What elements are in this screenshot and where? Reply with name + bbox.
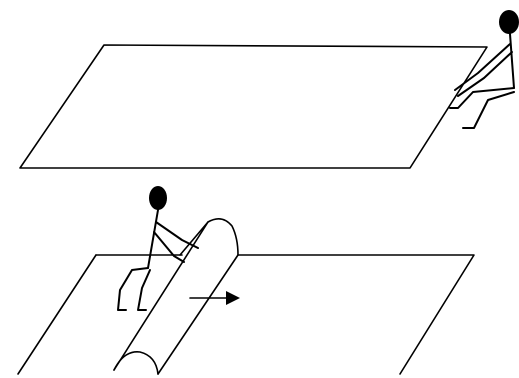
stick-figure-bottom-leg-right bbox=[137, 269, 151, 311]
stick-figure-top-arm-left bbox=[454, 43, 511, 91]
stick-figure-bottom-head bbox=[149, 186, 167, 210]
stick-figure-bottom-torso bbox=[147, 209, 159, 269]
stick-figure-top-torso bbox=[509, 33, 515, 89]
stick-figure-bottom-leg-left bbox=[117, 267, 149, 311]
rug-far-edge bbox=[237, 254, 475, 375]
direction-arrow bbox=[189, 291, 240, 305]
stick-figure-top bbox=[449, 10, 519, 129]
flat-rug-outline bbox=[19, 44, 488, 169]
stick-figure-bottom-arm-lower bbox=[153, 231, 185, 263]
rug-left-side bbox=[17, 254, 97, 375]
stick-figure-bottom-smile bbox=[151, 200, 164, 205]
stick-figure-top-arm-right bbox=[457, 51, 513, 97]
bottom-panel bbox=[17, 186, 475, 375]
stick-figure-top-smile bbox=[502, 23, 515, 28]
ruck-near-bump bbox=[113, 351, 159, 375]
ruck-hump-top bbox=[179, 218, 239, 256]
stick-figure-bottom-arm-upper bbox=[155, 221, 199, 249]
stick-figure-bottom bbox=[117, 186, 199, 311]
stick-figure-top-leg-left bbox=[449, 87, 515, 109]
stick-figure-top-leg-right bbox=[462, 91, 515, 129]
top-panel bbox=[19, 10, 519, 169]
ruck-front-line bbox=[113, 221, 209, 371]
stick-figure-top-head bbox=[499, 10, 519, 34]
ruck-back-line bbox=[157, 254, 239, 375]
